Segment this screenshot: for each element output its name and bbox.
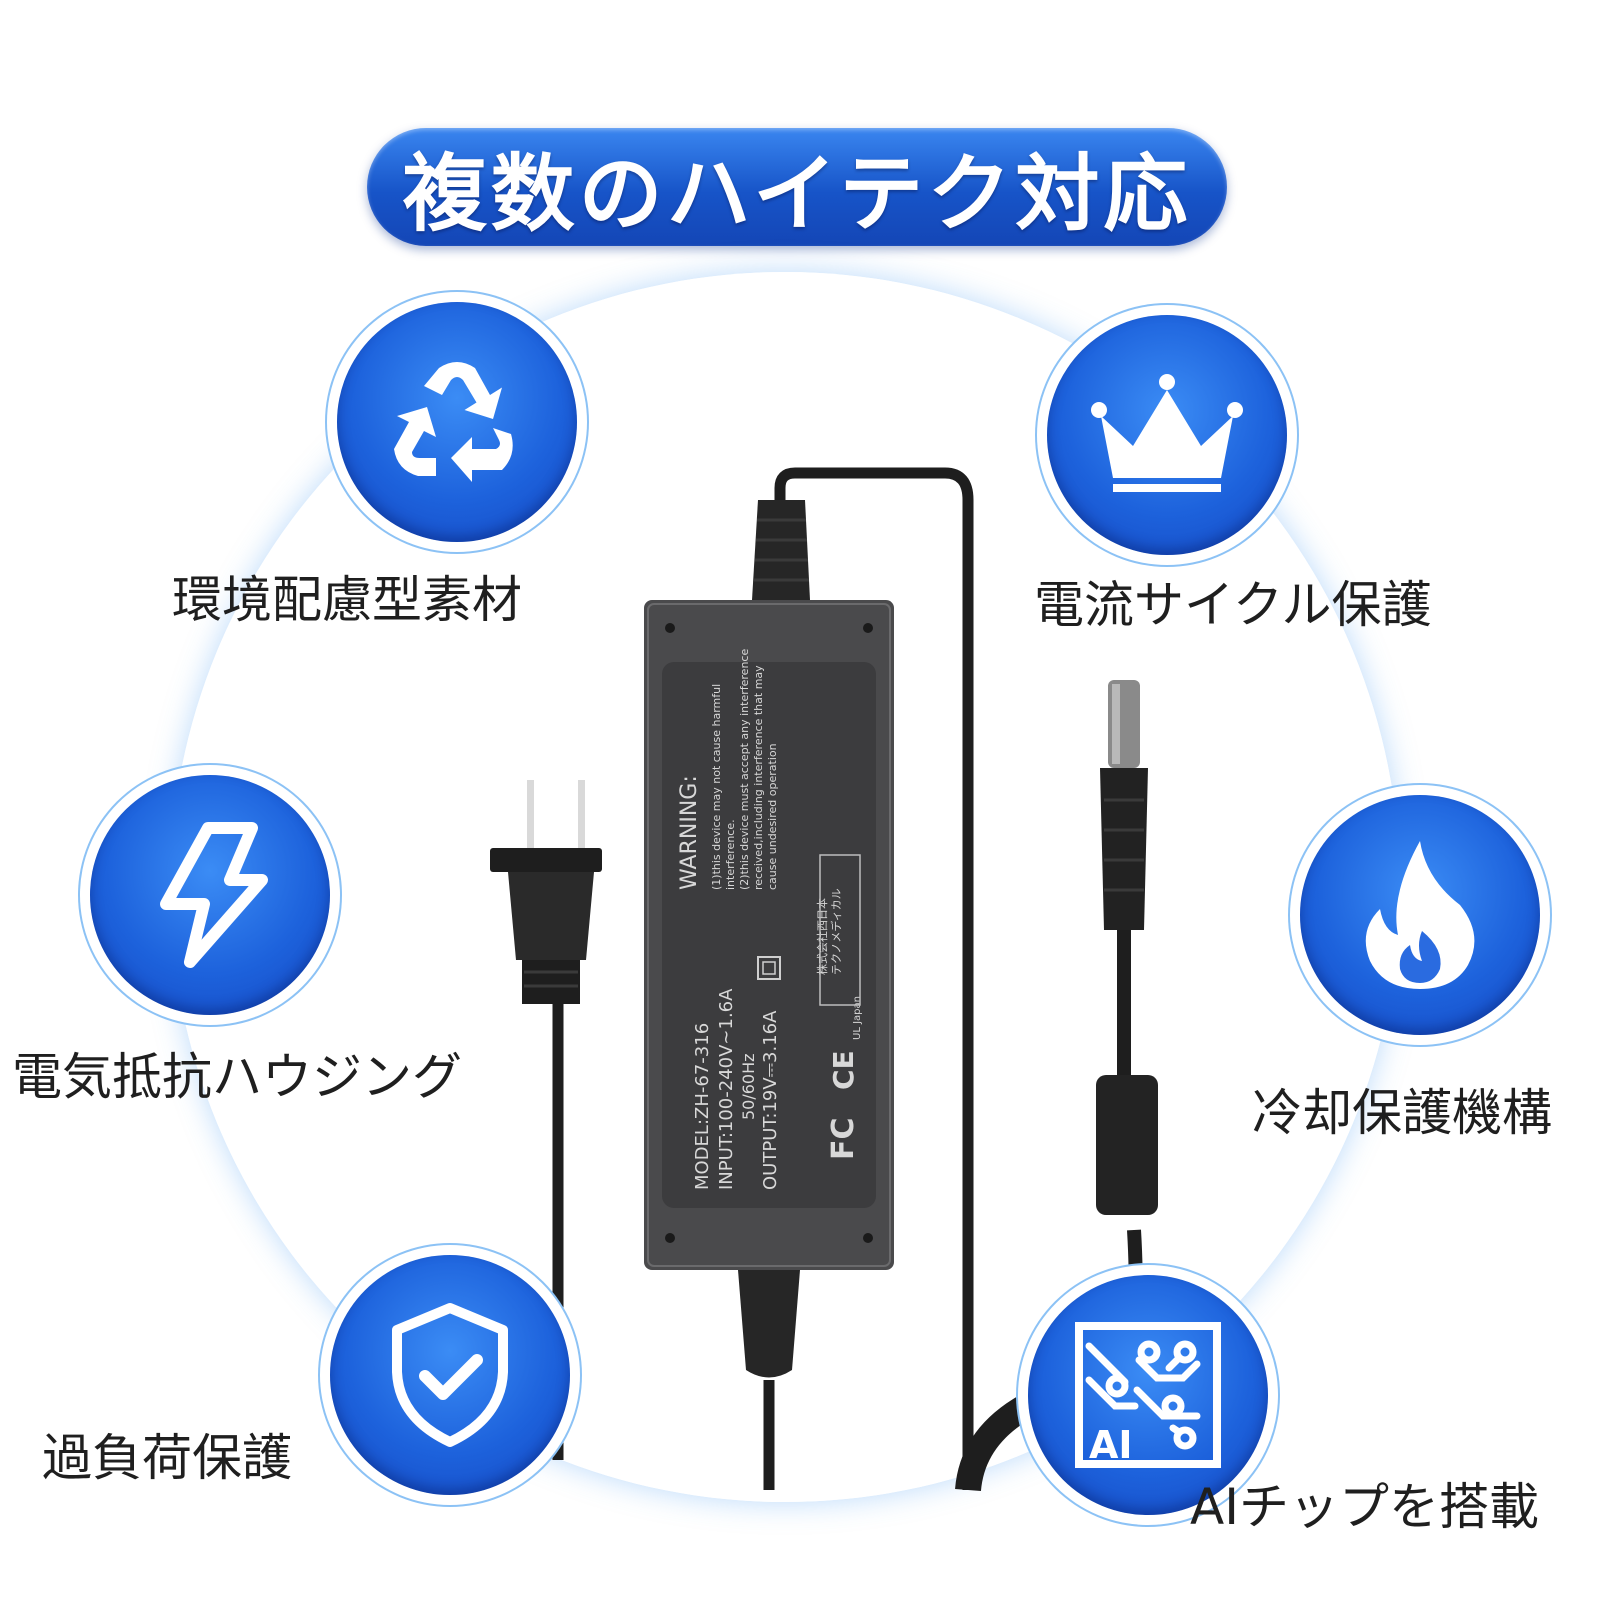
feature-fire-badge bbox=[1290, 785, 1550, 1045]
feature-shield-badge bbox=[320, 1245, 580, 1505]
plug-face bbox=[490, 848, 602, 872]
label-plate bbox=[662, 662, 876, 1208]
plug-prong-right bbox=[578, 780, 585, 850]
freq-text: 50/60Hz bbox=[739, 1053, 758, 1120]
strain-relief-ribs bbox=[754, 518, 809, 582]
svg-text:interference.: interference. bbox=[724, 819, 737, 890]
output-text: OUTPUT:19V⎓3.16A bbox=[760, 1010, 781, 1190]
crown-icon bbox=[1091, 374, 1243, 492]
page-title: 複数のハイテク対応 bbox=[402, 144, 1192, 243]
dc-connector-body bbox=[1100, 768, 1148, 930]
strain-relief-bottom bbox=[738, 1270, 800, 1378]
input-text: INPUT:100-240V~1.6A bbox=[716, 988, 737, 1190]
strain-relief-top bbox=[752, 500, 810, 600]
svg-text:received,including interferenc: received,including interference that may bbox=[752, 665, 765, 890]
feature-ai-badge: AI bbox=[1018, 1265, 1278, 1525]
warning-title: WARNING: bbox=[677, 775, 702, 890]
lightning-icon bbox=[160, 822, 268, 968]
plug-prong-left bbox=[527, 780, 534, 850]
fire-icon bbox=[1365, 841, 1475, 989]
feature-recycle-badge bbox=[327, 292, 587, 552]
shield-check-icon bbox=[392, 1303, 508, 1447]
top-cable bbox=[774, 467, 974, 1490]
double-insulation-icon bbox=[757, 956, 781, 980]
ai-chip-text: AI bbox=[1089, 1423, 1133, 1467]
company-line2: テクノメディカル bbox=[829, 888, 843, 975]
ce-mark: CE bbox=[827, 1050, 860, 1090]
ul-text: UL Japan bbox=[852, 996, 863, 1040]
fc-mark: FC bbox=[826, 1117, 861, 1160]
recycle-icon bbox=[394, 362, 513, 482]
label-text: MODEL:ZH-67-316 INPUT:100-240V~1.6A 50/6… bbox=[677, 649, 863, 1190]
svg-text:(2)this device must accept any: (2)this device must accept any interfere… bbox=[738, 649, 751, 890]
feature-recycle-label: 環境配慮型素材 bbox=[172, 571, 522, 629]
svg-text:(1)this device may not cause h: (1)this device may not cause harmful bbox=[710, 684, 723, 890]
feature-fire-label: 冷却保護機構 bbox=[1252, 1084, 1552, 1142]
feature-ai-label: AIチップを搭載 bbox=[1190, 1478, 1539, 1536]
feature-crown-badge bbox=[1037, 305, 1297, 565]
model-text: MODEL:ZH-67-316 bbox=[692, 1023, 713, 1190]
feature-shield-label: 過負荷保護 bbox=[42, 1429, 292, 1487]
feature-crown-label: 電流サイクル保護 bbox=[1034, 576, 1432, 634]
feature-lightning-label: 電気抵抗ハウジング bbox=[12, 1048, 462, 1106]
title-banner: 複数のハイテク対応 bbox=[367, 128, 1227, 246]
company-line1: 株式会社西日本 bbox=[815, 898, 829, 975]
svg-text:cause undesired operation: cause undesired operation bbox=[766, 743, 779, 890]
ferrite-bead bbox=[1096, 1075, 1158, 1215]
ai-chip-icon: AI bbox=[1075, 1322, 1221, 1468]
feature-lightning-badge bbox=[80, 765, 340, 1025]
